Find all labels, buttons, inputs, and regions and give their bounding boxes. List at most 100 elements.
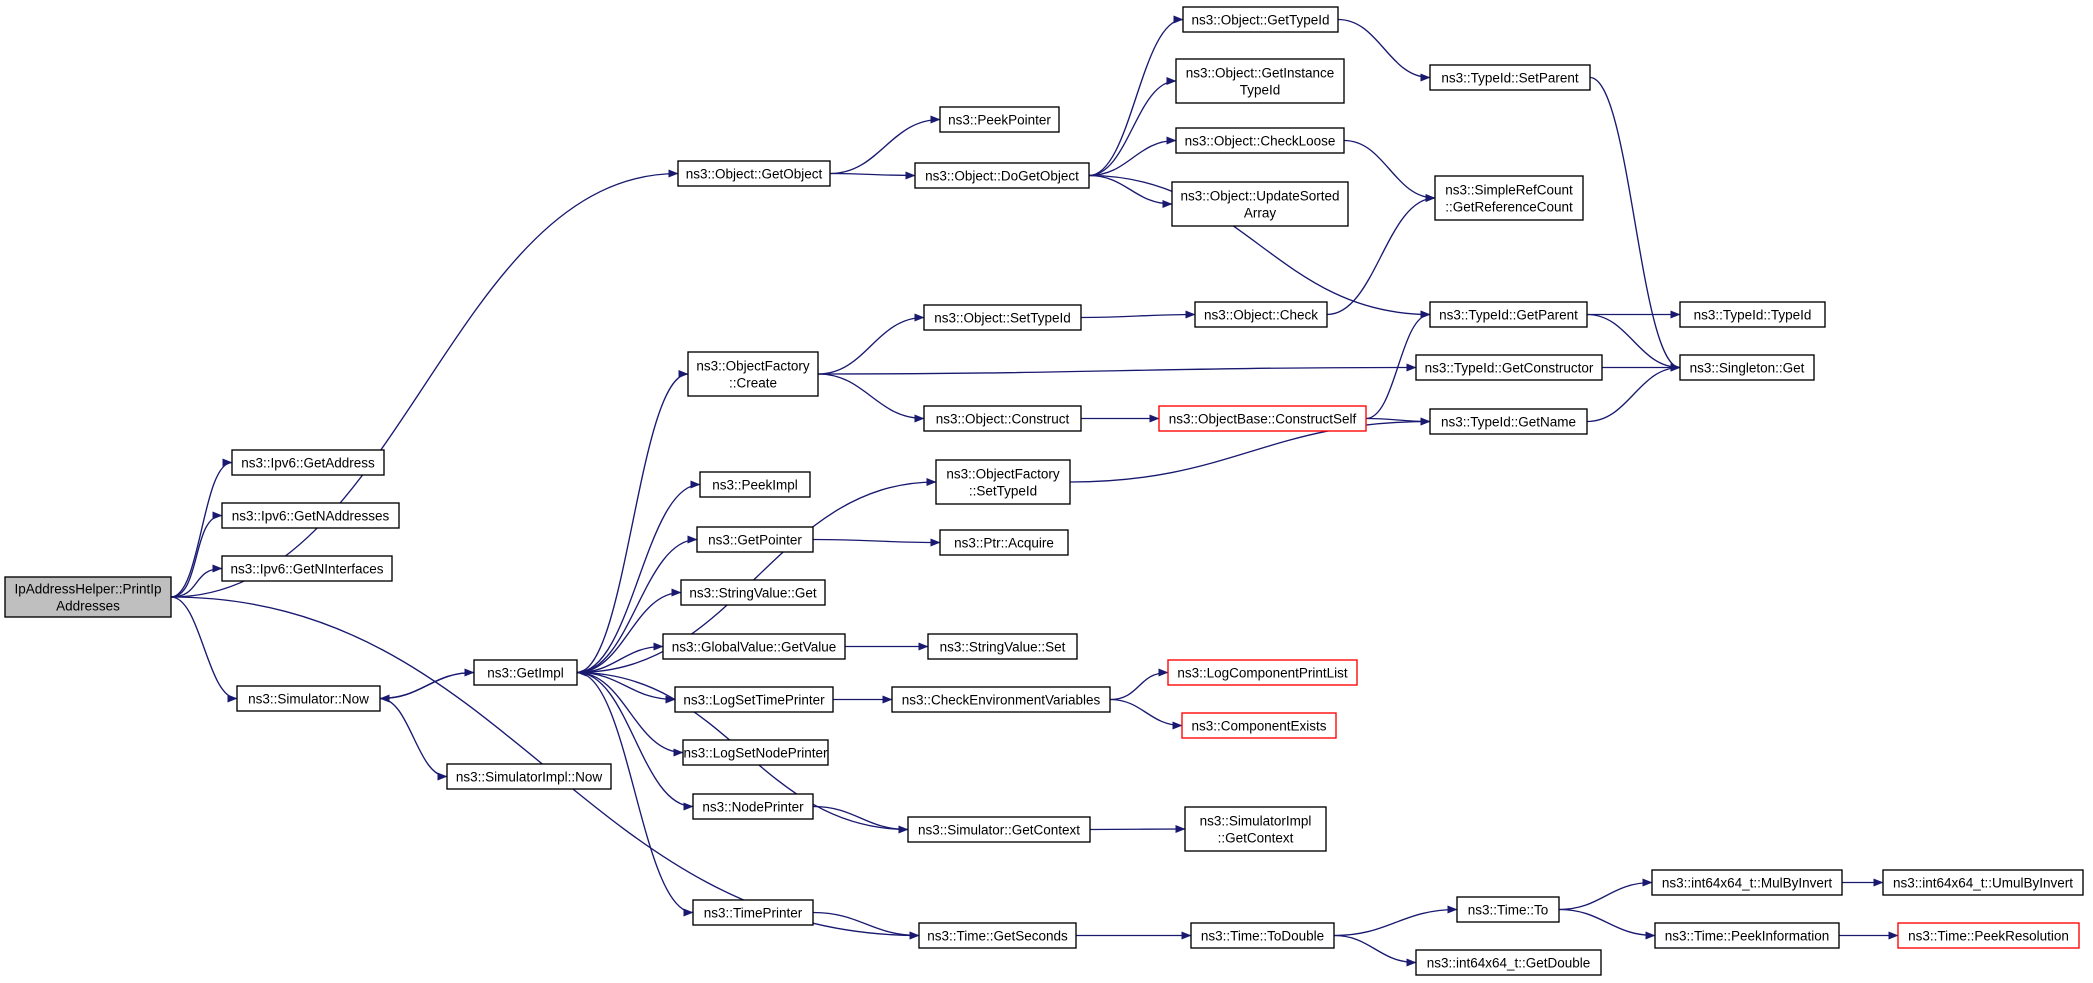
node-simImplNow[interactable]: ns3::SimulatorImpl::Now — [446, 763, 612, 790]
node-simImplGetContext[interactable]: ns3::SimulatorImpl::GetContext — [1184, 806, 1327, 852]
node-logComponentPrintList[interactable]: ns3::LogComponentPrintList — [1167, 659, 1358, 686]
node-objConstruct[interactable]: ns3::Object::Construct — [923, 405, 1082, 432]
node-logSetNodePrinter[interactable]: ns3::LogSetNodePrinter — [682, 739, 829, 766]
node-box-timePrinter[interactable] — [692, 899, 814, 926]
node-box-timeToDouble[interactable] — [1190, 922, 1335, 949]
node-objFactoryCreate[interactable]: ns3::ObjectFactory::Create — [687, 351, 819, 397]
node-box-logSetTimePrinter[interactable] — [674, 686, 834, 713]
node-box-objGetTypeId[interactable] — [1182, 6, 1339, 33]
node-timeTo[interactable]: ns3::Time::To — [1456, 896, 1560, 923]
node-stringValueSet[interactable]: ns3::StringValue::Set — [927, 633, 1078, 660]
node-box-int64UmulByInvert[interactable] — [1882, 869, 2084, 896]
node-box-timePeekInformation[interactable] — [1654, 922, 1840, 949]
node-int64UmulByInvert[interactable]: ns3::int64x64_t::UmulByInvert — [1882, 869, 2084, 896]
node-typeIdSetParent[interactable]: ns3::TypeId::SetParent — [1429, 64, 1591, 91]
node-objGetTypeId[interactable]: ns3::Object::GetTypeId — [1182, 6, 1339, 33]
node-peekImpl[interactable]: ns3::PeekImpl — [699, 471, 811, 498]
node-box-simGetContext[interactable] — [907, 816, 1091, 843]
node-box-root[interactable] — [4, 576, 172, 618]
node-box-objGetObject[interactable] — [677, 160, 831, 187]
node-box-ipv6GetNAddresses[interactable] — [221, 502, 400, 529]
node-box-objCheck[interactable] — [1194, 301, 1328, 328]
node-ipv6GetNAddresses[interactable]: ns3::Ipv6::GetNAddresses — [221, 502, 400, 529]
node-box-ipv6GetNInterfaces[interactable] — [221, 555, 393, 582]
node-box-nodePrinter[interactable] — [692, 793, 814, 820]
node-singletonGet[interactable]: ns3::Singleton::Get — [1679, 354, 1815, 381]
node-box-objConstruct[interactable] — [923, 405, 1082, 432]
node-simNow[interactable]: ns3::Simulator::Now — [236, 685, 381, 712]
node-typeIdGetConstructor[interactable]: ns3::TypeId::GetConstructor — [1415, 354, 1603, 381]
node-box-logComponentPrintList[interactable] — [1167, 659, 1358, 686]
node-checkEnvVars[interactable]: ns3::CheckEnvironmentVariables — [891, 686, 1111, 713]
node-box-typeIdGetName[interactable] — [1429, 408, 1588, 435]
node-box-simImplGetContext[interactable] — [1184, 806, 1327, 852]
node-box-stringValueGet[interactable] — [680, 579, 826, 606]
node-timePeekInformation[interactable]: ns3::Time::PeekInformation — [1654, 922, 1840, 949]
node-nodePrinter[interactable]: ns3::NodePrinter — [692, 793, 814, 820]
node-box-timeTo[interactable] — [1456, 896, 1560, 923]
node-globalValueGetValue[interactable]: ns3::GlobalValue::GetValue — [662, 633, 846, 660]
node-objCheck[interactable]: ns3::Object::Check — [1194, 301, 1328, 328]
node-box-objFactorySetTypeId[interactable] — [935, 459, 1071, 505]
node-box-doGetObject[interactable] — [914, 162, 1090, 189]
node-box-simImplNow[interactable] — [446, 763, 612, 790]
node-simpleRefCount[interactable]: ns3::SimpleRefCount::GetReferenceCount — [1434, 175, 1584, 221]
node-typeIdTypeId[interactable]: ns3::TypeId::TypeId — [1679, 301, 1826, 328]
node-int64MulByInvert[interactable]: ns3::int64x64_t::MulByInvert — [1651, 869, 1843, 896]
node-stringValueGet[interactable]: ns3::StringValue::Get — [680, 579, 826, 606]
node-box-ipv6GetAddress[interactable] — [231, 449, 385, 476]
node-box-timeGetSeconds[interactable] — [918, 922, 1077, 949]
node-box-timePeekResolution[interactable] — [1897, 922, 2080, 949]
node-box-typeIdGetParent[interactable] — [1429, 301, 1588, 328]
node-box-objCheckLoose[interactable] — [1175, 127, 1345, 154]
node-box-peekImpl[interactable] — [699, 471, 811, 498]
node-objCheckLoose[interactable]: ns3::Object::CheckLoose — [1175, 127, 1345, 154]
node-box-int64MulByInvert[interactable] — [1651, 869, 1843, 896]
node-box-objBaseConstructSelf[interactable] — [1158, 405, 1367, 432]
node-objBaseConstructSelf[interactable]: ns3::ObjectBase::ConstructSelf — [1158, 405, 1367, 432]
node-box-simNow[interactable] — [236, 685, 381, 712]
node-int64GetDouble[interactable]: ns3::int64x64_t::GetDouble — [1415, 949, 1602, 976]
node-getPointer[interactable]: ns3::GetPointer — [696, 526, 814, 553]
node-objGetObject[interactable]: ns3::Object::GetObject — [677, 160, 831, 187]
node-box-simpleRefCount[interactable] — [1434, 175, 1584, 221]
node-box-objSetTypeId[interactable] — [923, 304, 1082, 331]
node-box-objGetInstanceTypeId[interactable] — [1175, 58, 1345, 104]
node-box-peekPointer[interactable] — [939, 106, 1060, 133]
node-box-typeIdGetConstructor[interactable] — [1415, 354, 1603, 381]
node-peekPointer[interactable]: ns3::PeekPointer — [939, 106, 1060, 133]
node-box-objUpdateSorted[interactable] — [1171, 181, 1349, 227]
node-box-stringValueSet[interactable] — [927, 633, 1078, 660]
node-typeIdGetName[interactable]: ns3::TypeId::GetName — [1429, 408, 1588, 435]
node-simGetContext[interactable]: ns3::Simulator::GetContext — [907, 816, 1091, 843]
node-box-objFactoryCreate[interactable] — [687, 351, 819, 397]
node-ipv6GetAddress[interactable]: ns3::Ipv6::GetAddress — [231, 449, 385, 476]
node-logSetTimePrinter[interactable]: ns3::LogSetTimePrinter — [674, 686, 834, 713]
node-getImpl[interactable]: ns3::GetImpl — [473, 659, 578, 686]
node-typeIdGetParent[interactable]: ns3::TypeId::GetParent — [1429, 301, 1588, 328]
node-componentExists[interactable]: ns3::ComponentExists — [1181, 712, 1337, 739]
node-timeGetSeconds[interactable]: ns3::Time::GetSeconds — [918, 922, 1077, 949]
node-box-typeIdSetParent[interactable] — [1429, 64, 1591, 91]
node-ptrAcquire[interactable]: ns3::Ptr::Acquire — [939, 529, 1069, 556]
node-doGetObject[interactable]: ns3::Object::DoGetObject — [914, 162, 1090, 189]
node-box-typeIdTypeId[interactable] — [1679, 301, 1826, 328]
node-box-logSetNodePrinter[interactable] — [682, 739, 829, 766]
node-objSetTypeId[interactable]: ns3::Object::SetTypeId — [923, 304, 1082, 331]
node-box-globalValueGetValue[interactable] — [662, 633, 846, 660]
node-timePeekResolution[interactable]: ns3::Time::PeekResolution — [1897, 922, 2080, 949]
node-box-int64GetDouble[interactable] — [1415, 949, 1602, 976]
node-ipv6GetNInterfaces[interactable]: ns3::Ipv6::GetNInterfaces — [221, 555, 393, 582]
node-box-ptrAcquire[interactable] — [939, 529, 1069, 556]
node-box-checkEnvVars[interactable] — [891, 686, 1111, 713]
node-box-getPointer[interactable] — [696, 526, 814, 553]
node-timePrinter[interactable]: ns3::TimePrinter — [692, 899, 814, 926]
node-box-singletonGet[interactable] — [1679, 354, 1815, 381]
node-timeToDouble[interactable]: ns3::Time::ToDouble — [1190, 922, 1335, 949]
node-objFactorySetTypeId[interactable]: ns3::ObjectFactory::SetTypeId — [935, 459, 1071, 505]
node-box-getImpl[interactable] — [473, 659, 578, 686]
node-box-componentExists[interactable] — [1181, 712, 1337, 739]
